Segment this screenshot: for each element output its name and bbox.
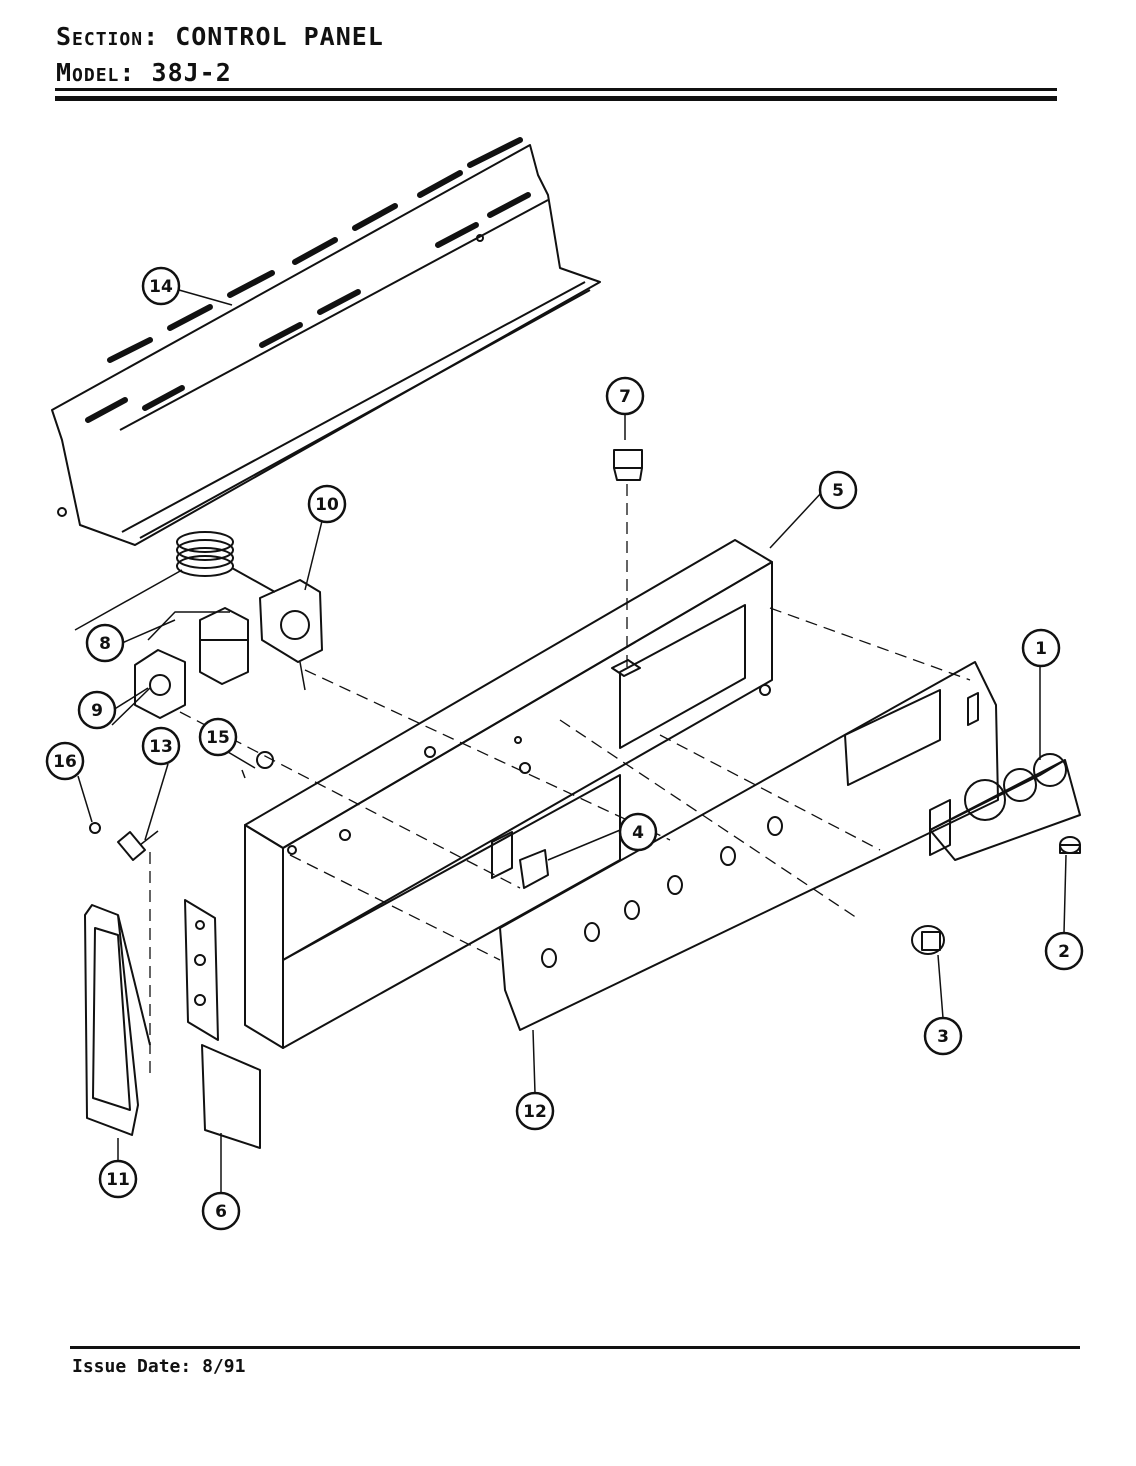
callout-8: 8: [85, 623, 125, 663]
svg-text:7: 7: [619, 387, 631, 407]
callout-7: 7: [605, 376, 645, 416]
callout-15: 15: [198, 717, 238, 757]
switch-part-4: [491, 831, 549, 889]
footer-issue-date: Issue Date: 8/91: [72, 1356, 245, 1377]
svg-text:15: 15: [206, 728, 230, 748]
callout-16: 16: [45, 741, 85, 781]
screw-part-16: [89, 822, 101, 834]
svg-text:12: 12: [523, 1102, 547, 1122]
svg-text:4: 4: [632, 823, 644, 843]
svg-text:1: 1: [1035, 639, 1047, 659]
section-label: Section:: [56, 22, 160, 51]
top-bracket-part-14: [51, 137, 601, 546]
knob-part-3: [911, 925, 945, 955]
callout-11: 11: [98, 1159, 138, 1199]
callout-1: 1: [1021, 628, 1061, 668]
section-value: CONTROL PANEL: [175, 22, 384, 51]
svg-text:16: 16: [53, 752, 77, 772]
callout-13: 13: [141, 726, 181, 766]
end-cap-part-11: [84, 904, 151, 1136]
nut-part-15: [241, 751, 274, 779]
footer-rule: [70, 1346, 1080, 1349]
cap-part-13: [117, 831, 146, 861]
knob-part-2: [1059, 836, 1081, 854]
svg-text:5: 5: [832, 481, 844, 501]
clock-assembly-part-1: [929, 753, 1081, 861]
section-heading: Section: CONTROL PANEL: [56, 22, 384, 51]
callout-10: 10: [307, 484, 347, 524]
switch-part-9: [134, 649, 186, 719]
indicator-part-7: [613, 449, 643, 481]
svg-text:10: 10: [315, 495, 339, 515]
callout-9: 9: [77, 690, 117, 730]
switch-part-8: [147, 607, 249, 685]
svg-text:14: 14: [149, 277, 173, 297]
side-bracket-part-6: [184, 899, 261, 1149]
issue-date-label: Issue Date:: [72, 1356, 192, 1377]
issue-date-value: 8/91: [202, 1356, 246, 1377]
callout-3: 3: [923, 1016, 963, 1056]
thermostat-part-10: [74, 531, 323, 691]
callout-12: 12: [515, 1091, 555, 1131]
callout-5: 5: [818, 470, 858, 510]
svg-text:3: 3: [937, 1027, 949, 1047]
model-heading: Model: 38J-2: [56, 58, 232, 87]
callout-4: 4: [618, 812, 658, 852]
svg-text:13: 13: [149, 737, 173, 757]
callout-2: 2: [1044, 931, 1084, 971]
model-value: 38J-2: [151, 58, 232, 87]
svg-text:9: 9: [91, 701, 103, 721]
svg-text:6: 6: [215, 1202, 227, 1222]
svg-text:8: 8: [99, 634, 111, 654]
model-label: Model:: [56, 58, 136, 87]
callout-14: 14: [141, 266, 181, 306]
control-housing-part-5: [244, 539, 773, 1049]
front-panel-part-12: [499, 661, 999, 1031]
svg-text:2: 2: [1058, 942, 1070, 962]
svg-text:11: 11: [106, 1170, 130, 1190]
header-rule-top: [55, 88, 1057, 91]
header-rule-bottom: [55, 96, 1057, 101]
callout-6: 6: [201, 1191, 241, 1231]
